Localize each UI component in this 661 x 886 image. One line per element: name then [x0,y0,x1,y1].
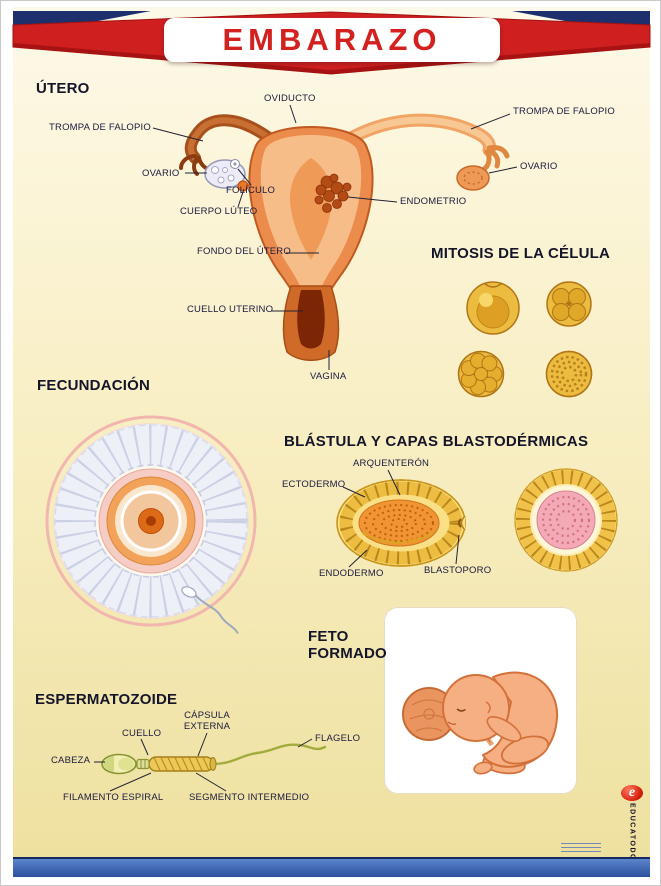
sperm-flagellum [211,743,327,766]
label-trompa-falopio-der: TROMPA DE FALOPIO [513,106,615,117]
outer-membrane [45,415,257,627]
label-oviducto: OVIDUCTO [264,93,316,104]
label-filamento-espiral: FILAMENTO ESPIRAL [63,792,164,803]
label-flagelo: FLAGELO [315,733,361,744]
corona-radiata [54,424,248,618]
right-fallopian-tube [344,113,510,173]
fetus-face [447,701,491,725]
label-cuello: CUELLO [122,728,162,739]
blastopore-opening [458,515,466,531]
label-ovario-der: OVARIO [520,161,558,172]
archenteron-cavity [358,499,440,547]
logo-letter: e [628,785,636,800]
mitosis-stage-3 [457,350,505,398]
blastula-circle-illustration [514,468,618,572]
section-heading-fecundacion: FECUNDACIÓN [37,377,151,394]
label-ectodermo: ECTODERMO [282,479,346,490]
inner-cell-mass [536,490,596,550]
label-arquenteron: ARQUENTERÓN [353,458,430,469]
section-heading-feto: FETO FORMADO [308,628,387,663]
cervix-vagina [282,285,340,361]
label-endometrio: ENDOMETRIO [400,196,467,207]
sperm-head [101,753,137,775]
endoderm-lining [362,529,436,544]
sperm-illustration [101,743,327,775]
label-fondo-del-utero: FONDO DEL ÚTERO [197,246,291,257]
label-vagina: VAGINA [310,371,347,382]
section-heading-blastula: BLÁSTULA Y CAPAS BLASTODÉRMICAS [284,433,589,450]
mitosis-stage-1 [466,281,520,335]
follicle [230,159,240,169]
sperm-midpiece [148,756,217,772]
section-heading-espermatozoide: ESPERMATOZOIDE [35,691,178,708]
bottom-bar [13,857,650,877]
logo-brand-text: EDUCATODO [628,803,636,861]
penetrating-sperm [181,586,239,635]
mitosis-cells-illustration [457,281,593,398]
label-cuello-uterino: CUELLO UTERINO [187,304,274,315]
mitosis-stage-4 [545,350,593,398]
fetus-body [442,671,559,775]
label-cuerpo-luteo: CUERPO LÚTEO [180,206,258,217]
educatodo-logo: e EDUCATODO [617,785,647,861]
section-heading-utero: ÚTERO [36,80,90,97]
label-trompa-falopio-izq: TROMPA DE FALOPIO [49,122,151,133]
sperm-neck [136,758,150,770]
mitosis-stage-2 [546,281,592,327]
label-endodermo: ENDODERMO [319,568,384,579]
label-blastoporo: BLASTOPORO [424,565,492,576]
blastula-cross-section-illustration [336,479,466,567]
egg-nucleus [138,508,164,534]
section-heading-mitosis: MITOSIS DE LA CÉLULA [431,245,611,262]
title-box: EMBARAZO [164,18,500,62]
egg-fertilization-illustration [45,415,257,635]
label-segmento-intermedio: SEGMENTO INTERMEDIO [189,792,310,803]
endometrium-mass [314,173,352,213]
label-foliculo: FOLÍCULO [226,185,276,196]
ectoderm-wall [339,481,463,565]
label-capsula-externa: CÁPSULA EXTERNA [183,710,231,732]
label-cabeza: CABEZA [51,755,91,766]
fine-print [561,840,601,855]
logo-e-ball: e [621,785,643,801]
fetus-illustration [402,671,559,775]
poster-title: EMBARAZO [222,22,442,57]
right-ovary [456,165,490,191]
label-ovario-izq: OVARIO [142,168,180,179]
